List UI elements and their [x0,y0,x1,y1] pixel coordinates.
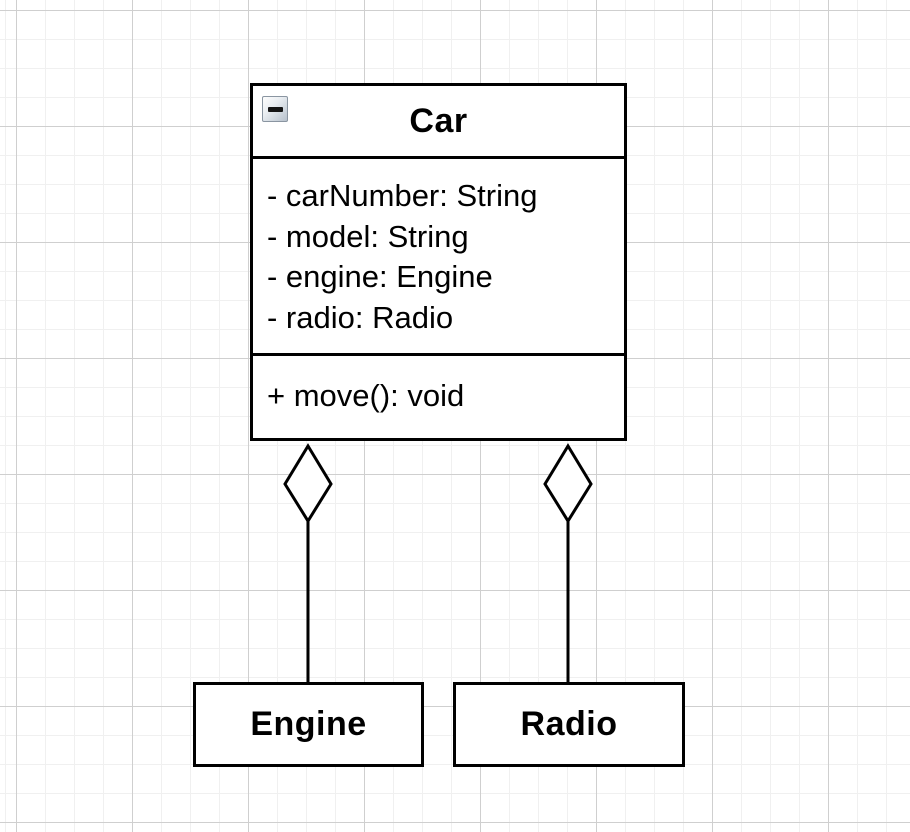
attribute-row: - carNumber: String [267,178,538,213]
attribute-row: - engine: Engine [267,259,493,294]
aggregation-diamond-icon[interactable] [543,443,593,524]
minus-icon [267,106,283,112]
attribute-row: - model: String [267,218,469,254]
method-row: + move(): void [267,377,465,413]
class-radio[interactable]: Radio [453,682,685,767]
attribute-row: - radio: Radio [267,299,454,335]
class-car-name: Car [409,101,468,140]
class-car[interactable]: Car - carNumber: String - model: String … [250,83,627,441]
class-car-attributes: - carNumber: String - model: String - en… [253,159,624,356]
class-engine-name: Engine [250,705,367,743]
class-radio-name: Radio [520,705,618,743]
aggregation-edge-radio[interactable] [543,443,593,684]
aggregation-diamond-icon[interactable] [283,443,333,524]
collapse-button[interactable] [262,96,288,122]
class-car-methods: + move(): void [253,356,624,435]
aggregation-edge-engine[interactable] [283,443,333,684]
class-engine[interactable]: Engine [193,682,424,767]
class-car-header: Car [253,86,624,159]
